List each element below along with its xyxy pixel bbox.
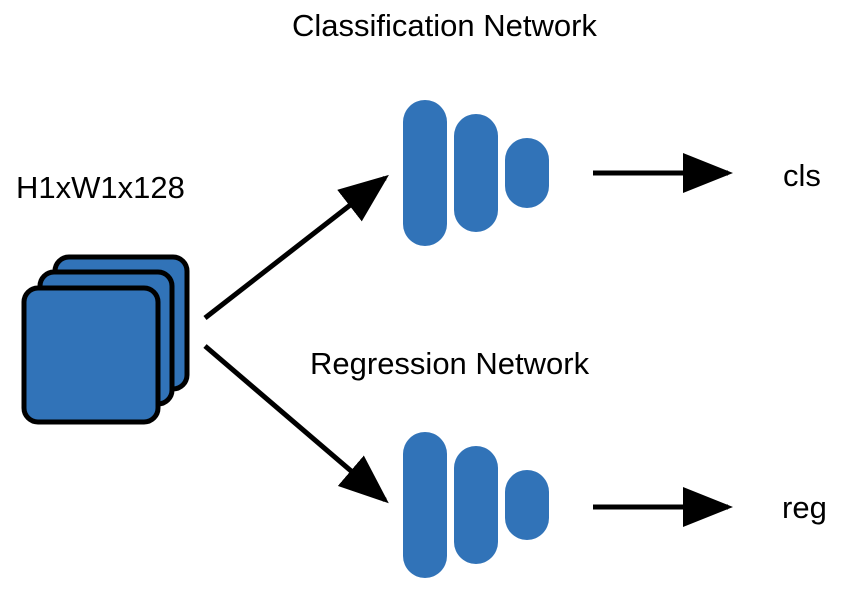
reg-layer-1 (403, 432, 447, 578)
classification-network-icon (403, 100, 549, 246)
cls-layer-1 (403, 100, 447, 246)
reg-layer-2 (454, 446, 498, 564)
cls-layer-2 (454, 114, 498, 232)
reg-layer-3 (505, 470, 549, 540)
feature-map-layer-front (21, 285, 161, 425)
reg-output-label: reg (782, 490, 827, 525)
cls-layer-3 (505, 138, 549, 208)
regression-network-icon (403, 432, 549, 578)
arrow-to-regression (203, 344, 389, 504)
input-tensor-label: H1xW1x128 (16, 170, 185, 205)
classification-network-title: Classification Network (292, 8, 597, 43)
cls-output-label: cls (783, 158, 821, 193)
arrow-to-classification (203, 174, 389, 320)
feature-map-stack-icon (21, 254, 190, 425)
regression-network-title: Regression Network (310, 346, 590, 381)
